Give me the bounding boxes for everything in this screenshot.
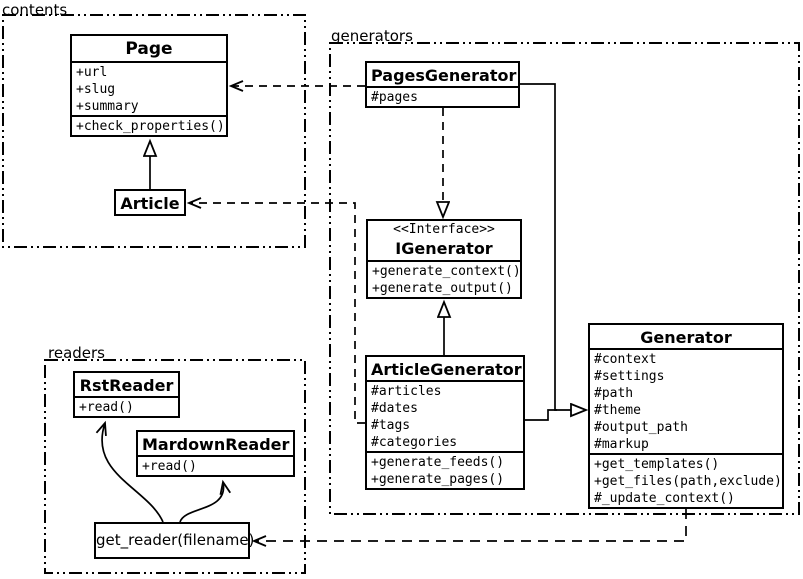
member-line: #context — [594, 352, 657, 367]
arrow-get-reader-to-rstreader — [95, 420, 164, 523]
member-line: #theme — [594, 403, 641, 418]
member-line: +read() — [79, 400, 134, 415]
methods-compartment: +read() — [138, 455, 293, 475]
member-line: +get_templates() — [594, 457, 720, 472]
dependency-articlegenerator-to-article — [186, 197, 365, 424]
member-line: +generate_context() — [372, 264, 520, 279]
attributes-compartment: #pages — [367, 86, 518, 106]
package-frame-generators — [329, 42, 800, 515]
member-line: #articles — [371, 384, 442, 399]
member-line: +check_properties() — [76, 119, 225, 134]
package-frame-contents — [2, 14, 306, 248]
member-line: #settings — [594, 369, 665, 384]
member-line: #dates — [371, 401, 418, 416]
class-pages-generator: PagesGenerator #pages — [365, 61, 520, 108]
class-name: PagesGenerator — [371, 66, 517, 85]
member-line: #path — [594, 386, 634, 401]
package-label-generators: generators — [331, 27, 413, 45]
member-line: #tags — [371, 418, 411, 433]
stereotype-label: <<Interface>> — [393, 222, 495, 237]
class-page: Page +url +slug +summary +check_properties… — [70, 34, 228, 137]
member-line: +generate_output() — [372, 281, 513, 296]
class-igenerator: <<Interface>> IGenerator +generate_conte… — [366, 219, 522, 299]
member-line: +generate_pages() — [371, 472, 505, 487]
class-mardown-reader: MardownReader +read() — [136, 430, 295, 477]
member-line: +read() — [142, 459, 197, 474]
member-line: +summary — [76, 99, 139, 114]
package-label-readers: readers — [48, 344, 105, 362]
member-line: #output_path — [594, 420, 688, 435]
dependency-generator-to-get-reader — [251, 509, 687, 547]
methods-compartment: +check_properties() — [72, 115, 226, 135]
generalization-pagesgenerator-to-generator — [520, 83, 586, 410]
class-name: ArticleGenerator — [371, 360, 522, 379]
member-line: +url — [76, 65, 108, 80]
class-rst-reader: RstReader +read() — [73, 371, 180, 418]
node-get-reader: get_reader(filename) — [94, 522, 254, 559]
class-article-generator: ArticleGenerator #articles #dates #tags #ca… — [365, 355, 525, 490]
member-line: #categories — [371, 435, 458, 450]
methods-compartment: +get_templates() +get_files(path,exclude)… — [590, 453, 782, 507]
class-name: Generator — [640, 328, 732, 347]
class-name: Article — [120, 194, 180, 213]
generalization-articlegenerator-to-generator — [525, 409, 557, 421]
class-article: Article — [114, 189, 186, 216]
package-frame-readers — [44, 359, 306, 574]
class-name: RstReader — [79, 376, 174, 395]
attributes-compartment: #articles #dates #tags #categories — [367, 380, 523, 451]
class-generator: Generator #context #settings #path #theme #o… — [588, 323, 784, 509]
member-line: +generate_feeds() — [371, 455, 505, 470]
class-name: IGenerator — [395, 239, 493, 258]
interface-header: <<Interface>> IGenerator — [368, 221, 520, 260]
member-line: #pages — [371, 90, 418, 105]
member-line: #_update_context() — [594, 491, 735, 506]
arrow-get-reader-to-mardownreader — [179, 479, 231, 523]
attributes-compartment: +url +slug +summary — [72, 61, 226, 115]
methods-compartment: +generate_context() +generate_output() — [368, 260, 520, 297]
methods-compartment: +read() — [75, 396, 178, 416]
package-label-contents: contents — [2, 1, 68, 19]
class-name: Page — [125, 39, 173, 59]
member-line: +slug — [76, 82, 116, 97]
attributes-compartment: #context #settings #path #theme #output_path… — [590, 348, 782, 453]
member-line: #markup — [594, 437, 649, 452]
class-name: MardownReader — [142, 435, 290, 454]
member-line: +get_files(path,exclude) — [594, 474, 782, 489]
methods-compartment: +generate_feeds() +generate_pages() — [367, 451, 523, 488]
